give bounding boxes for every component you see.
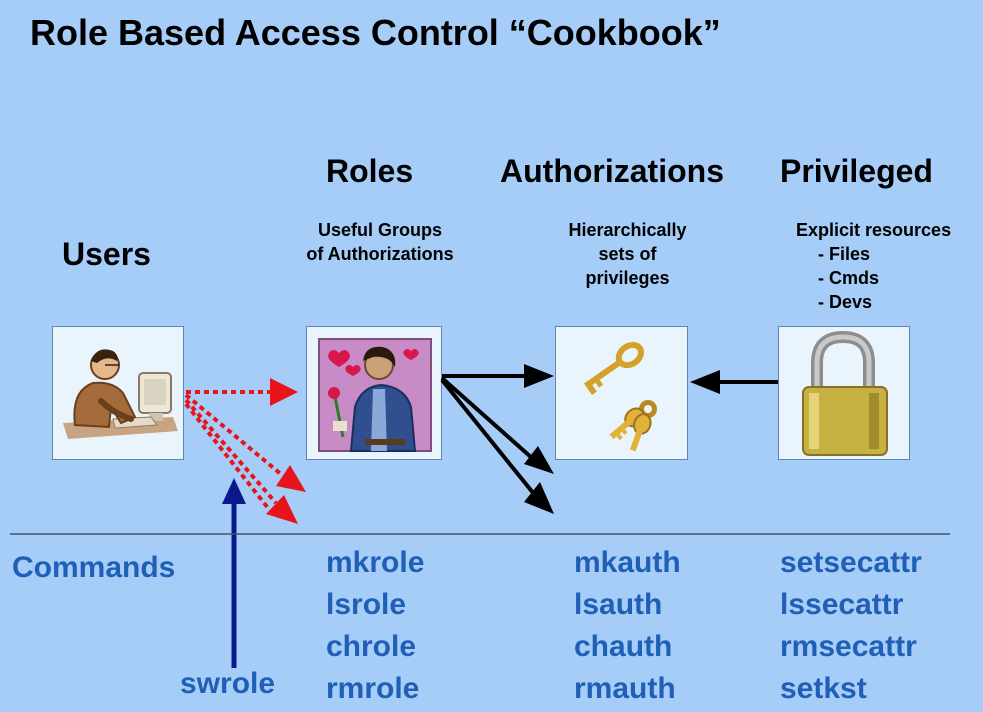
roles-desc-line: of Authorizations — [306, 244, 454, 264]
command-item: lsrole — [326, 588, 407, 621]
person-at-computer-icon — [53, 327, 183, 459]
users-box — [52, 326, 184, 460]
command-item: mkauth — [574, 546, 681, 579]
command-item: chrole — [326, 630, 417, 663]
swrole-arrow — [222, 478, 246, 668]
auth-desc-line: Hierarchically — [568, 220, 687, 240]
roles-box — [306, 326, 442, 460]
priv-desc-line: - Cmds — [818, 268, 880, 288]
command-item: chauth — [574, 630, 673, 663]
roles-heading: Roles — [326, 153, 414, 189]
command-item: setsecattr — [780, 546, 922, 579]
privileged-heading: Privileged — [780, 153, 933, 189]
page-title: Role Based Access Control “Cookbook” — [30, 12, 721, 53]
privileged-to-auth-arrow — [690, 370, 778, 394]
command-item: lsauth — [574, 588, 663, 621]
users-heading: Users — [62, 236, 151, 272]
keys-icon — [556, 327, 687, 459]
authorizations-description: Hierarchically sets of privileges — [540, 218, 715, 290]
priv-desc-line: - Files — [818, 244, 871, 264]
command-item: setkst — [780, 672, 867, 705]
authorizations-box — [555, 326, 688, 460]
authorizations-heading: Authorizations — [500, 153, 724, 189]
command-item: lssecattr — [780, 588, 904, 621]
priv-desc-line: - Devs — [818, 292, 873, 312]
priv-desc-line: Explicit resources — [796, 220, 952, 240]
auth-desc-line: privileges — [585, 268, 670, 288]
command-item: rmrole — [326, 672, 420, 705]
priv-commands: setsecattr lssecattr rmsecattr setkst — [780, 542, 922, 710]
command-item: rmauth — [574, 672, 676, 705]
privileged-description: Explicit resources - Files - Cmds - Devs — [796, 218, 951, 314]
roles-commands: mkrole lsrole chrole rmrole — [326, 542, 424, 710]
commands-label: Commands — [12, 551, 176, 584]
swrole-command: swrole — [180, 667, 276, 700]
padlock-icon — [779, 327, 909, 459]
privileged-box — [778, 326, 910, 460]
roles-description: Useful Groups of Authorizations — [290, 218, 470, 266]
auth-commands: mkauth lsauth chauth rmauth — [574, 542, 681, 710]
roles-desc-line: Useful Groups — [317, 220, 442, 240]
command-item: mkrole — [326, 546, 425, 579]
command-item: rmsecattr — [780, 630, 917, 663]
roles-to-auth-arrows — [440, 364, 554, 514]
person-with-rose-icon — [307, 327, 441, 459]
users-to-roles-arrows — [184, 378, 306, 524]
auth-desc-line: sets of — [598, 244, 657, 264]
